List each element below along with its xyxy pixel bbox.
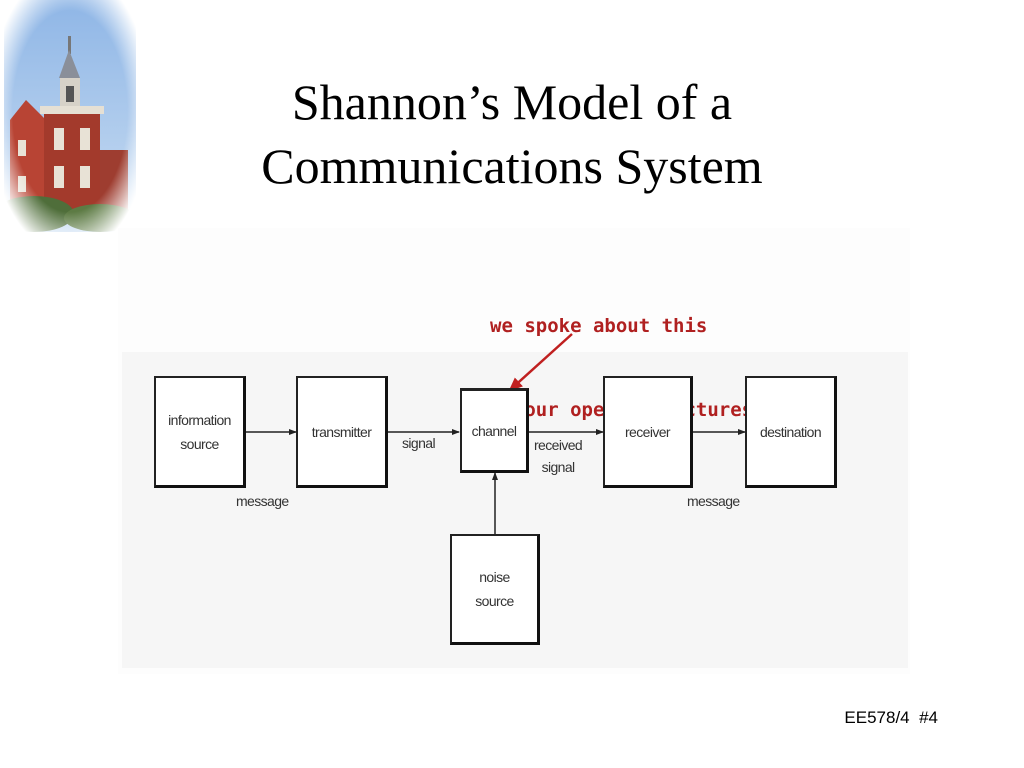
- transmitter-block: transmitter: [296, 376, 388, 488]
- slide-title: Shannon’s Model of a Communications Syst…: [160, 70, 864, 198]
- receiver-block: receiver: [603, 376, 693, 488]
- building-tower-photo: [4, 0, 136, 232]
- annotation-line-1: we spoke about this: [490, 315, 708, 337]
- shannon-diagram-figure: we spoke about this in our opening lectu…: [118, 228, 910, 674]
- receiver-label: receiver: [625, 423, 671, 440]
- signal-label: signal: [402, 435, 436, 451]
- destination-label: destination: [759, 423, 822, 440]
- slide-footer: EE578/4 #4: [844, 708, 938, 727]
- received-signal-label-2: signal: [541, 459, 576, 475]
- noise-source-block: noise source: [450, 534, 540, 645]
- slide-title-line-1: Shannon’s Model of a: [291, 74, 733, 130]
- channel-label: channel: [471, 422, 517, 439]
- transmitter-label: transmitter: [311, 423, 372, 440]
- received-signal-label: received signal: [534, 434, 583, 478]
- message-label-left: message: [236, 493, 289, 509]
- annotation-pointer-arrow: [508, 333, 573, 392]
- diagram-arrows: [246, 333, 746, 534]
- noise-source-label-2: source: [475, 593, 514, 609]
- received-signal-label-1: received: [534, 437, 583, 453]
- information-source-block: information source: [154, 376, 246, 488]
- information-source-label-2: source: [180, 435, 219, 452]
- message-label-right: message: [687, 493, 740, 509]
- channel-block: channel: [460, 388, 529, 473]
- destination-block: destination: [745, 376, 837, 488]
- slide-title-line-2: Communications System: [261, 138, 763, 194]
- information-source-label-1: information: [168, 411, 231, 428]
- noise-source-label-1: noise: [479, 569, 510, 585]
